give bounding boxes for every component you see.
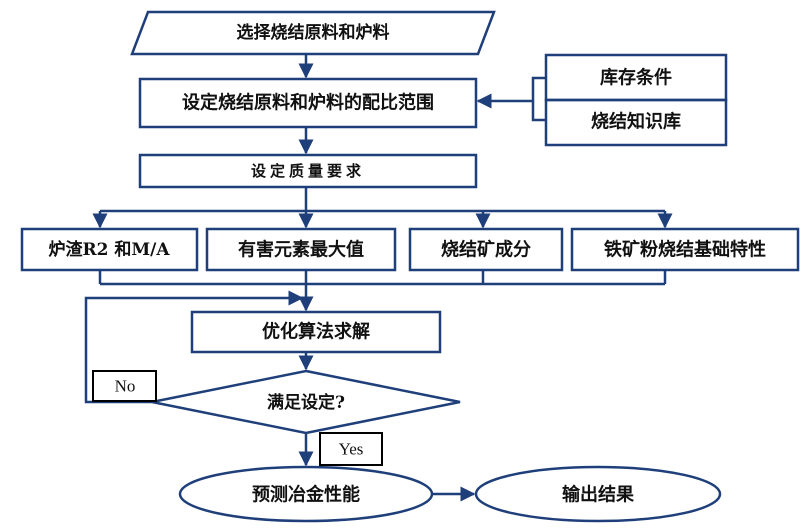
decision-text: 满足设定? [267,392,345,413]
knowledge-base-shape [544,98,728,147]
yes-label-box [319,432,383,466]
side-bracket [520,76,546,122]
slag-r2-ma-text: 炉渣R2 和M/A [48,239,170,260]
select-materials-shape [130,10,496,56]
slag-r2-ma-shape [20,227,199,272]
harmful-elements-shape [205,227,397,272]
no-label: No [115,377,136,396]
sinter-composition-text: 烧结矿成分 [441,239,531,261]
optimization-shape [190,310,442,354]
quality-requirements-shape [138,153,478,189]
yes-label: Yes [339,440,364,459]
no-label-box [92,370,157,402]
predict-metallurgy-text: 预测冶金性能 [252,484,360,506]
iron-ore-properties-shape [570,227,800,272]
output-results-shape [474,465,722,523]
select-materials-text: 选择烧结原料和炉料 [237,22,390,43]
set-ratio-range-text: 设定烧结原料和炉料的配比范围 [182,92,434,114]
optimization-text: 优化算法求解 [262,321,370,343]
knowledge-base-text: 烧结知识库 [591,111,681,133]
quality-requirements-text: 设定质量要求 [251,162,365,180]
output-results-text: 输出结果 [562,484,635,506]
inventory-text: 库存条件 [600,67,672,89]
iron-ore-properties-text: 铁矿粉烧结基础特性 [604,239,766,261]
sinter-composition-shape [408,227,564,272]
harmful-elements-text: 有害元素最大值 [238,239,364,261]
set-ratio-range-shape [138,77,478,129]
